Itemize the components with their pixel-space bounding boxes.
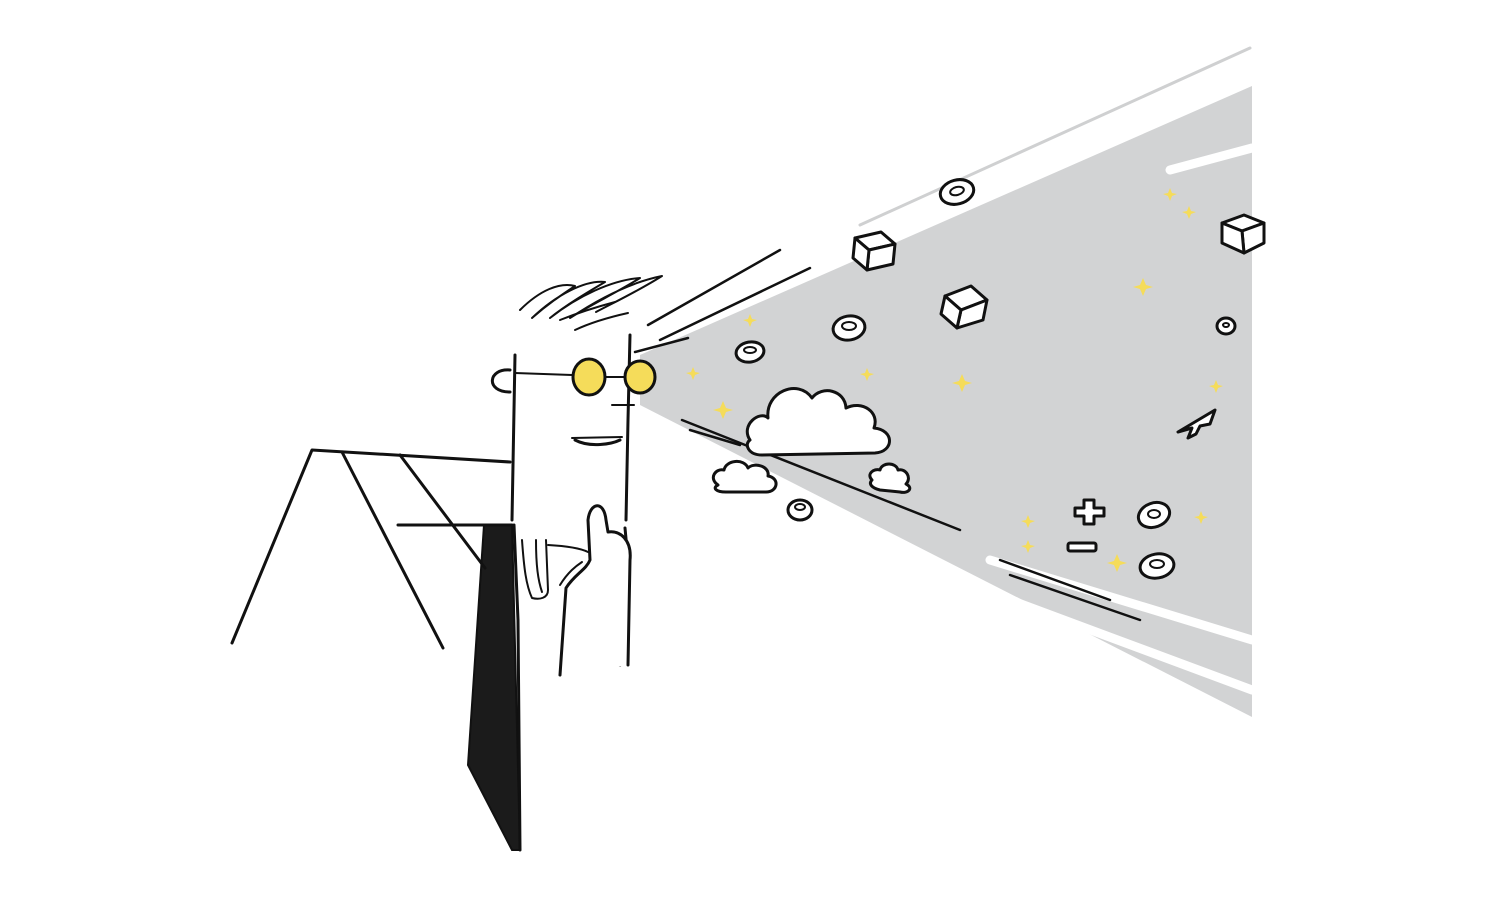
coin-icon <box>938 178 976 206</box>
star-icon <box>1209 380 1223 393</box>
star-icon <box>1182 206 1196 219</box>
star-icon <box>1194 511 1208 524</box>
star-icon <box>686 367 700 380</box>
cube-icon <box>1220 213 1266 255</box>
cloud-icon <box>745 387 891 457</box>
star-icon <box>1021 515 1035 528</box>
star-icon <box>952 374 972 392</box>
coin-icon <box>786 498 814 522</box>
glasses <box>571 357 657 397</box>
coin-icon <box>831 314 867 342</box>
minus-icon <box>1066 541 1098 553</box>
tie <box>466 524 522 851</box>
cloud-icon <box>868 462 912 494</box>
star-icon <box>743 314 757 327</box>
star-icon <box>1107 554 1127 572</box>
plus-icon <box>1073 498 1106 526</box>
glasses-right-lens <box>623 359 657 395</box>
coin-icon <box>1138 552 1176 580</box>
star-icons <box>686 188 1223 572</box>
idea-beam <box>633 37 1257 717</box>
cloud-icon <box>711 460 778 494</box>
coin-icon <box>734 340 766 364</box>
thinking-person <box>230 275 663 852</box>
coin-icon <box>1136 500 1172 530</box>
coin-icon <box>1215 316 1237 336</box>
star-icon <box>713 401 733 419</box>
cube-icon <box>939 284 989 330</box>
star-icon <box>1021 540 1035 553</box>
cube-icon <box>851 230 897 272</box>
star-icon <box>1133 278 1153 296</box>
glasses-left-lens <box>571 357 607 397</box>
cursor-arrow-icon <box>1176 408 1217 440</box>
star-icon <box>860 368 874 381</box>
star-icon <box>1163 188 1177 201</box>
